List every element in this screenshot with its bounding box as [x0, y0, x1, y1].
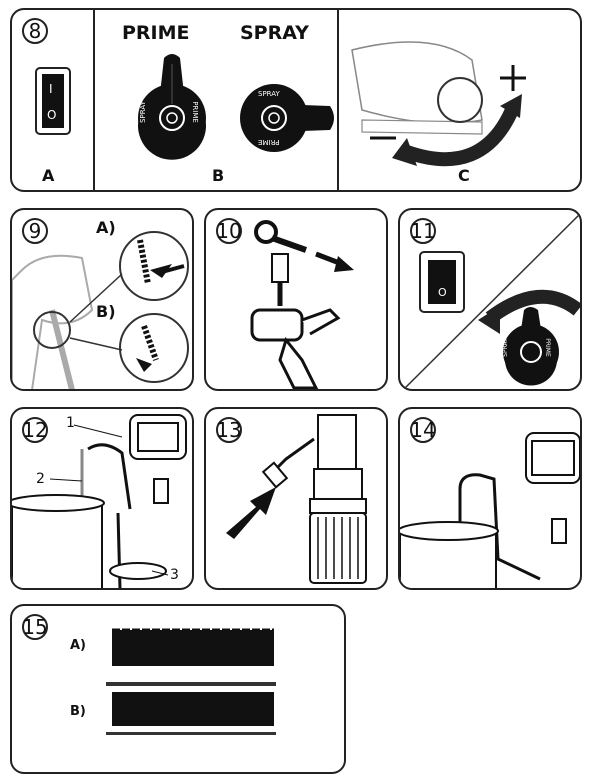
step-15-label-b: B) — [70, 704, 86, 719]
knob-prime-text: PRIME — [543, 338, 551, 357]
step-14-illustration — [400, 432, 580, 588]
power-switch-icon — [419, 251, 465, 313]
bucket-icon — [12, 494, 167, 588]
step-14-number: 14 — [410, 417, 436, 443]
knob-spray-text: SPRAY — [501, 338, 509, 357]
step-11-number: 11 — [410, 218, 436, 244]
bucket-icon — [400, 521, 499, 588]
step-10-number: 10 — [216, 218, 242, 244]
spray-gun-icon — [250, 308, 341, 389]
step-13-illustration — [226, 414, 367, 584]
power-switch-icon — [35, 67, 71, 135]
pump-icon — [525, 432, 580, 544]
pump-icon — [129, 414, 187, 504]
step-9-number: 9 — [22, 218, 48, 244]
spray-knob-icon — [240, 84, 334, 152]
spray-knob-prime-text: PRIME — [258, 138, 280, 146]
step-13-number: 13 — [216, 417, 242, 443]
step-12-number: 12 — [22, 417, 48, 443]
spray-knob-spray-text: SPRAY — [258, 90, 280, 98]
prime-knob-icon — [503, 307, 559, 386]
step-9-illustration — [12, 231, 189, 389]
prime-knob-spray-text: SPRAY — [138, 101, 147, 123]
step-13-panel: 13 — [204, 407, 388, 590]
callout-3: 3 — [170, 567, 179, 583]
step-9-label-b: B) — [96, 302, 116, 321]
step-8-number: 8 — [22, 18, 48, 44]
prime-heading: PRIME — [122, 22, 190, 44]
step-8-label-a: A — [42, 166, 55, 185]
step-8-illustration — [35, 10, 526, 190]
step-8-label-c: C — [458, 166, 470, 185]
switch-off-mark: O — [47, 108, 57, 122]
callout-2: 2 — [36, 471, 45, 487]
switch-on-mark: I — [49, 82, 53, 96]
step-15-label-a: A) — [70, 638, 87, 653]
pressure-adjust-icon — [351, 41, 526, 167]
spray-heading: SPRAY — [240, 22, 309, 44]
step-8-label-b: B — [212, 166, 225, 185]
spray-pattern-b-icon — [106, 682, 276, 735]
switch-off-mark: O — [438, 286, 447, 299]
callout-1: 1 — [66, 415, 75, 431]
step-15-number: 15 — [22, 614, 48, 640]
step-10-panel: 10 — [204, 208, 388, 391]
tip-guard-icon — [254, 220, 307, 283]
spring-b-icon — [141, 325, 159, 361]
filter-housing-icon — [309, 414, 367, 584]
step-12-panel: 12 1 2 3 — [10, 407, 194, 590]
step-10-illustration — [250, 220, 354, 389]
spray-pattern-a-icon — [112, 628, 274, 666]
step-9-panel: 9 A) B) — [10, 208, 194, 391]
step-11-panel: 11 O SPRAY PRIME — [398, 208, 582, 391]
step-9-label-a: A) — [96, 218, 116, 237]
step-8-panel: 8 — [10, 8, 582, 192]
step-15-panel: 15 A) B) — [10, 604, 346, 774]
prime-knob-icon — [138, 54, 206, 160]
prime-knob-prime-text: PRIME — [190, 101, 199, 123]
step-14-panel: 14 — [398, 407, 582, 590]
step-12-illustration — [12, 414, 187, 588]
step-11-illustration — [402, 212, 580, 389]
spring-a-icon — [137, 239, 151, 285]
step-15-illustration — [106, 628, 276, 735]
